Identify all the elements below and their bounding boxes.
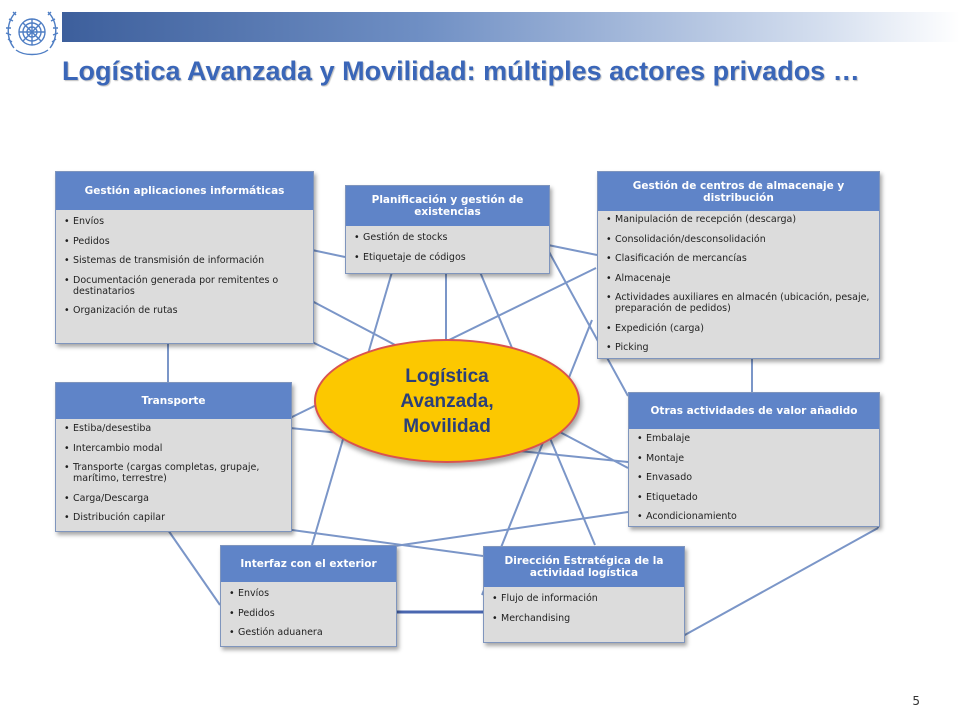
box-planificacion-list: Gestión de stocks Etiquetaje de códigos [346, 226, 549, 263]
un-emblem-icon [5, 11, 59, 56]
box-valor-anadido: Otras actividades de valor añadido Embal… [628, 392, 880, 527]
list-item: Picking [606, 342, 871, 353]
list-item: Documentación generada por remitentes o … [64, 275, 305, 297]
center-ellipse: Logística Avanzada, Movilidad [314, 339, 580, 463]
box-interfaz: Interfaz con el exterior Envíos Pedidos … [220, 545, 397, 647]
list-item: Almacenaje [606, 273, 871, 284]
list-item: Consolidación/desconsolidación [606, 234, 871, 245]
box-direccion-list: Flujo de información Merchandising [484, 587, 684, 624]
list-item: Intercambio modal [64, 443, 283, 454]
box-interfaz-title: Interfaz con el exterior [221, 546, 396, 582]
list-item: Actividades auxiliares en almacén (ubica… [606, 292, 871, 314]
box-planificacion-title: Planificación y gestión de existencias [346, 186, 549, 226]
box-almacenaje-title: Gestión de centros de almacenaje y distr… [598, 172, 879, 211]
box-informatica-title: Gestión aplicaciones informáticas [56, 172, 313, 210]
list-item: Montaje [637, 453, 871, 464]
list-item: Organización de rutas [64, 305, 305, 316]
box-valor-anadido-title: Otras actividades de valor añadido [629, 393, 879, 429]
list-item: Envíos [64, 216, 305, 227]
box-planificacion: Planificación y gestión de existencias G… [345, 185, 550, 274]
box-interfaz-list: Envíos Pedidos Gestión aduanera [221, 582, 396, 638]
list-item: Sistemas de transmisión de información [64, 255, 305, 266]
list-item: Envasado [637, 472, 871, 483]
list-item: Gestión de stocks [354, 232, 541, 243]
box-informatica: Gestión aplicaciones informáticas Envíos… [55, 171, 314, 344]
box-transporte-list: Estiba/desestiba Intercambio modal Trans… [56, 419, 291, 523]
list-item: Expedición (carga) [606, 323, 871, 334]
box-almacenaje: Gestión de centros de almacenaje y distr… [597, 171, 880, 359]
center-label: Logística Avanzada, Movilidad [400, 365, 494, 437]
list-item: Pedidos [64, 236, 305, 247]
list-item: Estiba/desestiba [64, 423, 283, 434]
list-item: Transporte (cargas completas, grupaje, m… [64, 462, 283, 484]
page-number: 5 [912, 694, 920, 708]
list-item: Etiquetado [637, 492, 871, 503]
slide-title: Logística Avanzada y Movilidad: múltiple… [62, 56, 860, 86]
list-item: Flujo de información [492, 593, 676, 604]
list-item: Envíos [229, 588, 388, 599]
list-item: Acondicionamiento [637, 511, 871, 522]
list-item: Etiquetaje de códigos [354, 252, 541, 263]
box-transporte-title: Transporte [56, 383, 291, 419]
list-item: Carga/Descarga [64, 493, 283, 504]
box-informatica-list: Envíos Pedidos Sistemas de transmisión d… [56, 210, 313, 316]
box-direccion: Dirección Estratégica de la actividad lo… [483, 546, 685, 643]
box-direccion-title: Dirección Estratégica de la actividad lo… [484, 547, 684, 587]
box-valor-anadido-list: Embalaje Montaje Envasado Etiquetado Aco… [629, 429, 879, 522]
list-item: Pedidos [229, 608, 388, 619]
list-item: Embalaje [637, 433, 871, 444]
list-item: Manipulación de recepción (descarga) [606, 214, 871, 225]
list-item: Clasificación de mercancías [606, 253, 871, 264]
list-item: Merchandising [492, 613, 676, 624]
box-transporte: Transporte Estiba/desestiba Intercambio … [55, 382, 292, 532]
list-item: Gestión aduanera [229, 627, 388, 638]
list-item: Distribución capilar [64, 512, 283, 523]
box-almacenaje-list: Manipulación de recepción (descarga) Con… [598, 211, 879, 353]
header-bar [62, 12, 960, 42]
